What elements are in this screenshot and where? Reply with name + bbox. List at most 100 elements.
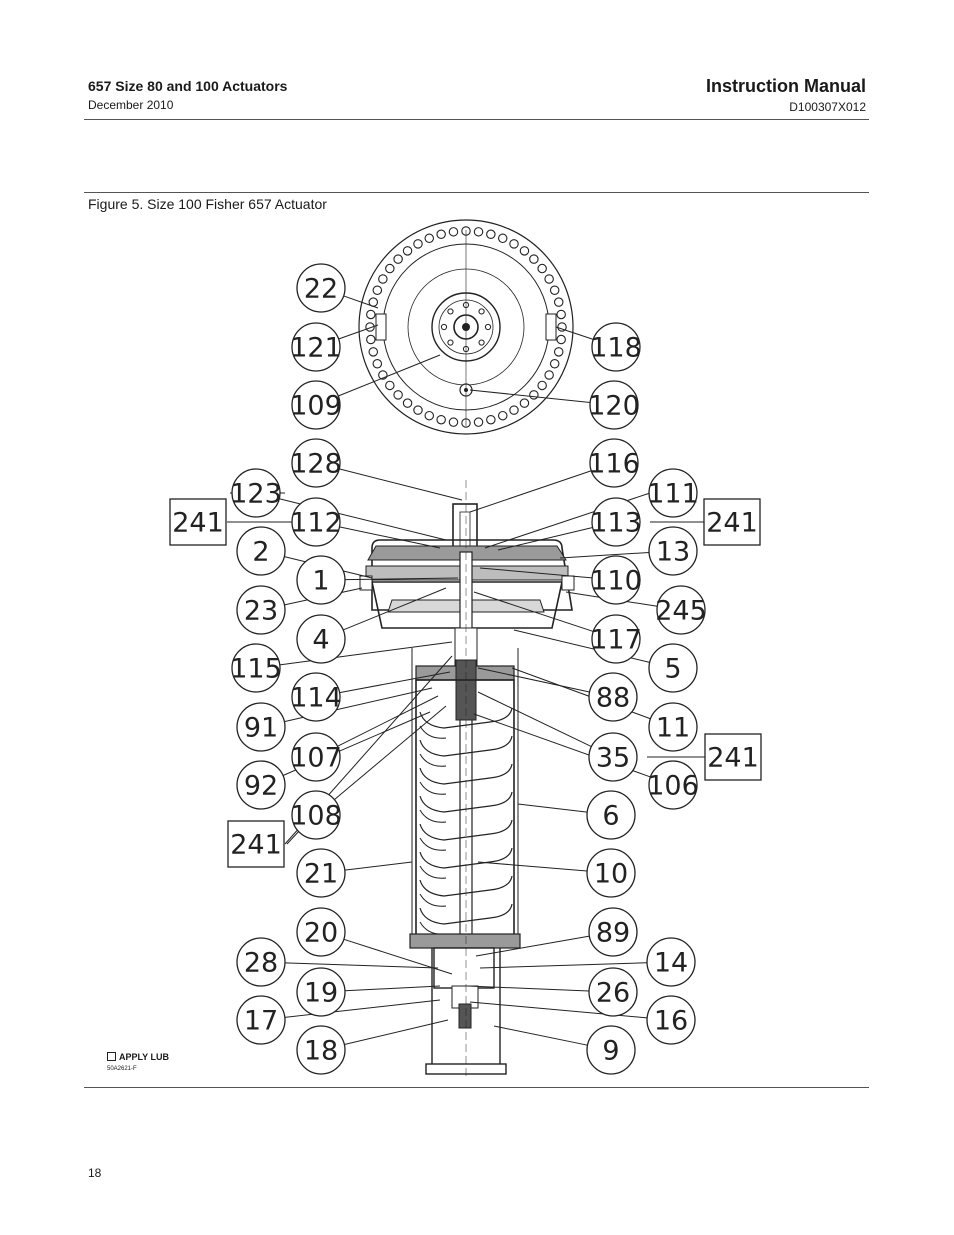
product-title: 657 Size 80 and 100 Actuators — [88, 78, 288, 94]
header-rule — [84, 119, 869, 120]
leader-line — [284, 999, 441, 1018]
leader-line — [338, 324, 379, 340]
callout-number: 35 — [596, 743, 630, 774]
callout-bubble: 2 — [236, 526, 286, 576]
leader-line — [555, 326, 594, 340]
callout-bubble: 106 — [647, 760, 699, 810]
callout-number: 21 — [304, 859, 338, 890]
callout-bubble: 19 — [296, 967, 346, 1017]
callout-number: 107 — [290, 743, 342, 774]
callout-number: 109 — [290, 391, 342, 422]
leader-line — [344, 985, 441, 992]
document-number: D100307X012 — [789, 100, 866, 114]
callout-bubble: 123 — [230, 468, 282, 518]
callout-bubble: 6 — [586, 790, 636, 840]
callout-number: 13 — [656, 537, 690, 568]
callout-number: 89 — [596, 918, 630, 949]
callout-number: 113 — [590, 508, 642, 539]
callout-bubble: 21 — [296, 848, 346, 898]
callout-number: 241 — [706, 508, 758, 539]
callout-bubble: 20 — [296, 907, 346, 957]
leader-line — [284, 962, 439, 969]
callout-number: 241 — [230, 830, 282, 861]
callout-bubble: 107 — [290, 732, 342, 782]
leader-line — [343, 295, 379, 309]
figure-caption: Figure 5. Size 100 Fisher 657 Actuator — [88, 196, 327, 212]
callout-number: 5 — [664, 654, 681, 685]
callout-number: 1 — [312, 566, 329, 597]
leader-line — [343, 587, 447, 631]
callout-bubble: 16 — [646, 995, 696, 1045]
callout-box: 241 — [703, 498, 761, 546]
callout-number: 28 — [244, 948, 278, 979]
callout-bubble: 118 — [590, 322, 642, 372]
callout-number: 106 — [647, 771, 699, 802]
callout-number: 116 — [588, 449, 640, 480]
apply-lub-label: APPLY LUB — [119, 1052, 170, 1062]
drawing-id: 50A2621-F — [107, 1066, 137, 1072]
leader-line — [469, 389, 591, 404]
callout-bubble: 120 — [588, 380, 640, 430]
callout-box: 241 — [704, 733, 762, 781]
leader-line — [475, 935, 590, 957]
callout-bubble: 9 — [586, 1025, 636, 1075]
header-right: Instruction Manual D100307X012 — [706, 76, 866, 114]
callout-number: 10 — [594, 859, 628, 890]
callout-box: 241 — [169, 498, 227, 546]
callout-bubble: 111 — [647, 468, 699, 518]
publication-date: December 2010 — [88, 98, 174, 112]
callout-bubble: 28 — [236, 937, 286, 987]
callout-number: 245 — [655, 596, 707, 627]
callout-number: 26 — [596, 978, 630, 1009]
callout-number: 121 — [290, 333, 342, 364]
callout-number: 108 — [290, 801, 342, 832]
leader-line — [344, 577, 459, 581]
callout-bubble: 11 — [648, 702, 698, 752]
leader-line — [479, 567, 593, 579]
callout-number: 14 — [654, 948, 688, 979]
callout-bubble: 1 — [296, 555, 346, 605]
callout-number: 88 — [596, 683, 630, 714]
callout-bubble: 35 — [588, 732, 638, 782]
leader-line — [477, 691, 592, 748]
figure-bottom-rule — [84, 1087, 869, 1088]
callout-bubble: 18 — [296, 1025, 346, 1075]
callout-bubble: 113 — [590, 497, 642, 547]
callout-number: 123 — [230, 479, 282, 510]
leader-line — [477, 861, 588, 872]
callout-number: 117 — [590, 625, 642, 656]
callout-bubble: 91 — [236, 702, 286, 752]
callout-bubble: 115 — [230, 643, 282, 693]
callout-bubble: 110 — [590, 555, 642, 605]
leader-line — [339, 671, 451, 694]
callout-bubble: 22 — [296, 263, 346, 313]
callout-bubble: 14 — [646, 937, 696, 987]
leader-line — [339, 468, 463, 501]
leader-line — [497, 527, 593, 551]
callout-number: 114 — [290, 683, 342, 714]
callout-bubble: 109 — [290, 380, 342, 430]
leader-line — [477, 667, 590, 693]
lubricant-symbol-icon — [107, 1052, 116, 1061]
figure-top-rule — [84, 192, 869, 193]
leader-line — [473, 591, 594, 632]
callout-bubble: 128 — [290, 438, 342, 488]
callout-number: 11 — [656, 713, 690, 744]
callout-bubble: 23 — [236, 585, 286, 635]
callout-bubble: 121 — [290, 322, 342, 372]
callout-number: 6 — [602, 801, 619, 832]
callout-number: 23 — [244, 596, 278, 627]
callout-bubble: 13 — [648, 526, 698, 576]
leader-line — [344, 861, 413, 871]
callout-bubble: 108 — [290, 790, 342, 840]
callout-number: 112 — [290, 508, 342, 539]
callout-number: 128 — [290, 449, 342, 480]
callout-bubble: 89 — [588, 907, 638, 957]
callout-number: 9 — [602, 1036, 619, 1067]
callout-number: 111 — [647, 479, 699, 510]
callout-bubble: 245 — [655, 585, 707, 635]
leader-line — [467, 985, 590, 992]
callout-number: 20 — [304, 918, 338, 949]
leader-line — [479, 962, 648, 969]
callout-bubble: 26 — [588, 967, 638, 1017]
